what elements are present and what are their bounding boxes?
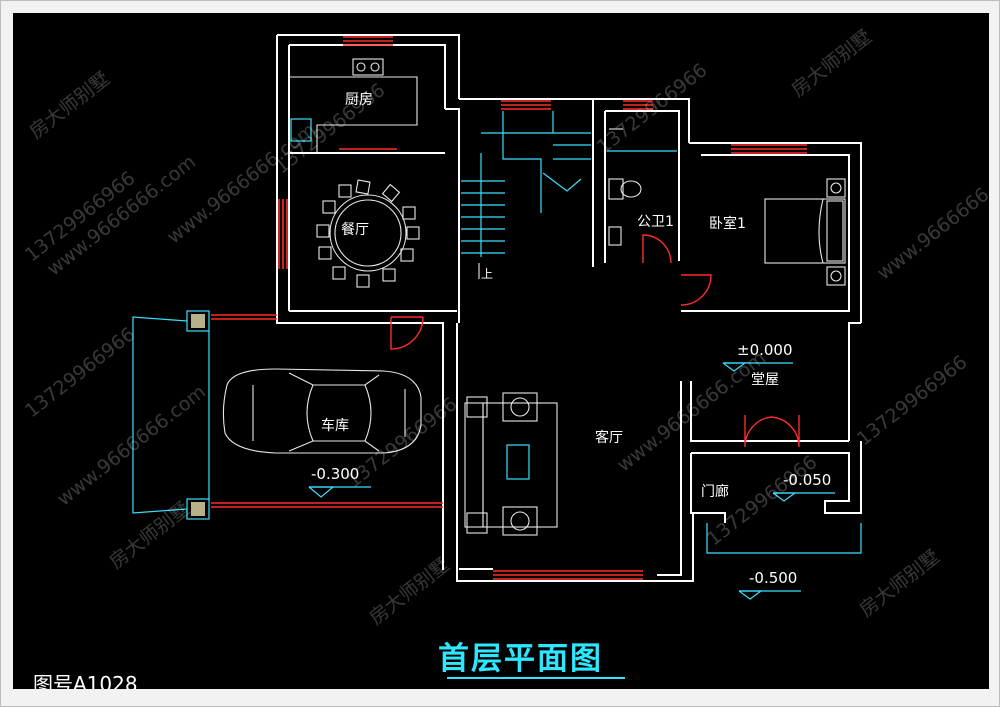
level-garage: -0.300: [311, 465, 360, 483]
wall-bath-inner: [605, 110, 680, 261]
wall-kitchen-north: [277, 34, 460, 99]
car: [222, 368, 422, 454]
wall-hall: [690, 381, 849, 442]
room-label-garage: 车库: [321, 418, 349, 434]
bed: [764, 178, 846, 286]
room-label-bedroom: 卧室1: [709, 216, 746, 232]
drawing-number: 图号A1028: [33, 672, 138, 689]
wall-bedroom-north: [689, 142, 862, 323]
cad-canvas: 厨房 餐厅 车库 客厅 公卫1 卧室1 堂屋 门廊 上 ±0.000 -0.30…: [13, 13, 989, 689]
wall-living-south: [456, 323, 694, 582]
room-label-kitchen: 厨房: [345, 92, 373, 108]
wall-bath-north: [593, 98, 690, 143]
wall-living-east: [657, 381, 682, 576]
wall-porch-west: [690, 453, 726, 523]
level-outside: -0.500: [749, 569, 798, 587]
stair-up-label: 上: [481, 267, 494, 281]
doors: [390, 234, 800, 448]
wall-kitchen-inner-n: [289, 44, 446, 109]
room-label-bathroom: 公卫1: [637, 214, 674, 230]
garage-cyan: [132, 310, 210, 520]
windows: [211, 36, 807, 580]
wall-porch: [691, 441, 862, 514]
dining-table: [316, 179, 420, 288]
kitchen-fixtures: [289, 58, 418, 153]
room-label-hall: 堂屋: [751, 372, 779, 388]
wall-east-lower: [848, 322, 861, 441]
level-porch: -0.050: [783, 471, 832, 489]
drawing-title: 首层平面图: [438, 641, 603, 677]
room-label-porch: 门廊: [701, 484, 729, 500]
title-underline: [447, 677, 625, 679]
room-label-living: 客厅: [595, 430, 623, 446]
level-hall: ±0.000: [737, 341, 793, 359]
wall-bedroom-inner: [681, 154, 850, 312]
wall-stair-north: [459, 98, 594, 267]
living-furniture: [464, 392, 558, 536]
floor-plan-svg: [132, 34, 862, 600]
wall-stair-west: [445, 108, 460, 323]
wall-west-upper: [276, 35, 444, 570]
exterior-walls: [276, 34, 862, 582]
bath-fixtures: [607, 128, 677, 246]
room-label-dining: 餐厅: [341, 222, 369, 238]
stair: [461, 111, 591, 279]
level-markers: [308, 362, 862, 600]
